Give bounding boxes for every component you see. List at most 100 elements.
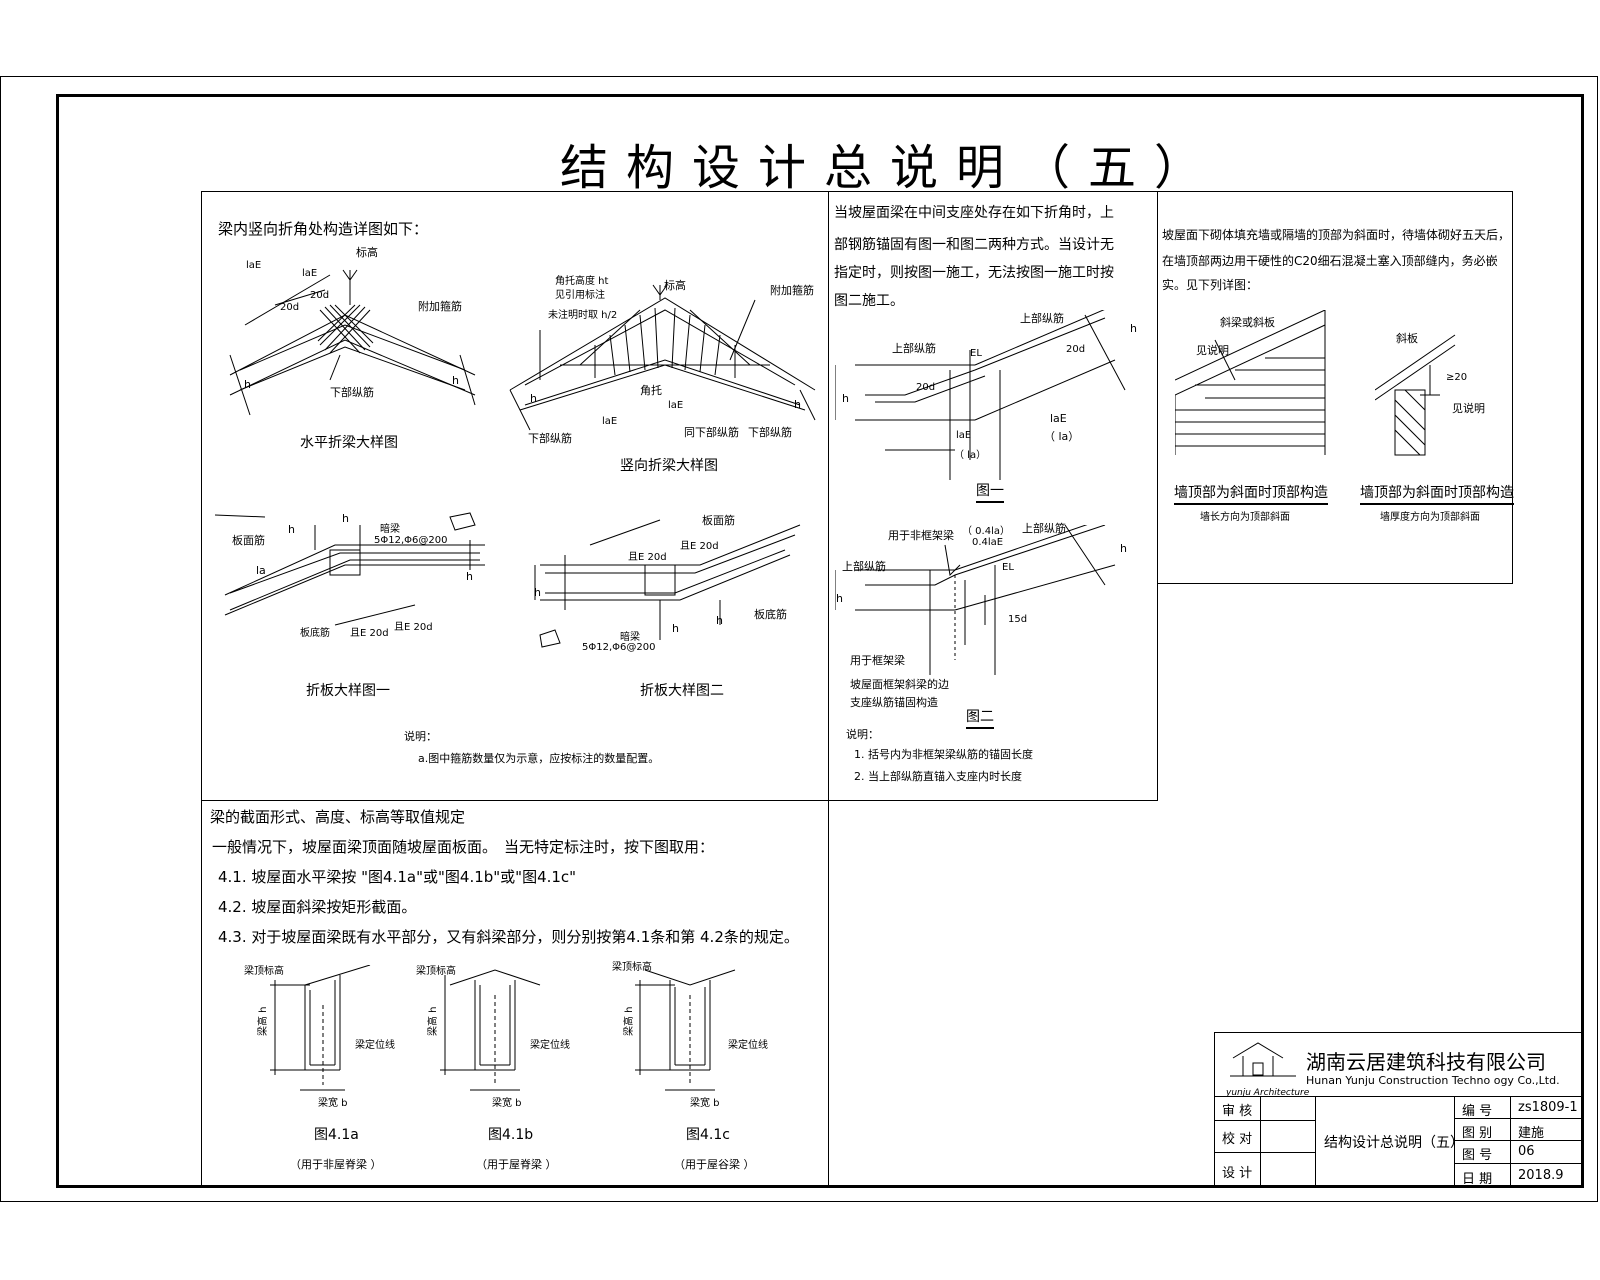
vfb-label: h bbox=[530, 392, 537, 405]
wall-b-label: 见说明 bbox=[1452, 402, 1485, 415]
panel1-note-title: 说明： bbox=[404, 730, 437, 743]
figure-1-caption: 图一 bbox=[976, 480, 1004, 503]
divider bbox=[1214, 1096, 1582, 1097]
vertical-fold-beam-caption: 竖向折梁大样图 bbox=[620, 458, 718, 474]
title-block-review: 审 核 bbox=[1222, 1104, 1253, 1119]
horizontal-fold-beam-drawing bbox=[229, 269, 476, 416]
wall-b-label: 斜板 bbox=[1396, 332, 1418, 345]
title-block-check: 校 对 bbox=[1222, 1132, 1253, 1147]
fig1-label: 上部纵筋 bbox=[892, 342, 936, 355]
panel3-intro-line: 坡屋面下砌体填充墙或隔墙的顶部为斜面时，待墙体砌好五天后， bbox=[1162, 228, 1511, 242]
title-block bbox=[1214, 1032, 1582, 1188]
fig1-label: 20d bbox=[1066, 344, 1086, 355]
panel2-note: 2. 当上部纵筋直锚入支座内时长度 bbox=[854, 770, 1022, 783]
slab2-label: h bbox=[716, 614, 723, 627]
sec-a-width: 梁宽 b bbox=[318, 1098, 348, 1109]
figure-2-drawing bbox=[835, 525, 1116, 675]
fig1-label: laE bbox=[1050, 412, 1067, 425]
wall-b-caption: 墙顶部为斜面时顶部构造 bbox=[1360, 482, 1514, 505]
hfb-label: 附加箍筋 bbox=[418, 300, 462, 313]
panel4-line: 一般情况下，坡屋面梁顶面随坡屋面板面。 bbox=[212, 838, 498, 856]
wall-b-sub: 墙厚度方向为顶部斜面 bbox=[1380, 512, 1480, 523]
section-4-1a-drawing bbox=[270, 965, 371, 1091]
panel3-intro-line: 在墙顶部两边用干硬性的C20细石混凝土塞入顶部缝内，务必嵌 bbox=[1162, 254, 1498, 268]
sec-a-caption: 图4.1a bbox=[314, 1127, 359, 1143]
slab1-label: 且E 20d bbox=[350, 628, 389, 639]
field-label: 图 号 bbox=[1462, 1148, 1493, 1163]
wall-b-label: ≥20 bbox=[1446, 372, 1468, 383]
hfb-label: laE bbox=[302, 268, 318, 279]
divider bbox=[1454, 1096, 1455, 1188]
fig2-label: EL bbox=[1002, 562, 1014, 573]
title-block-design: 设 计 bbox=[1222, 1166, 1253, 1181]
vfb-label: 下部纵筋 bbox=[528, 432, 572, 445]
sec-a-height: 梁高 h bbox=[258, 1006, 269, 1036]
field-label: 编 号 bbox=[1462, 1104, 1493, 1119]
hfb-label: 标高 bbox=[356, 246, 378, 259]
hfb-label: 20d bbox=[280, 302, 300, 313]
slab1-label: 且E 20d bbox=[394, 622, 433, 633]
divider bbox=[1510, 1096, 1511, 1188]
panel4-line: 当无特定标注时，按下图取用： bbox=[504, 838, 715, 856]
divider bbox=[828, 800, 830, 1188]
vfb-label: 下部纵筋 bbox=[748, 426, 792, 439]
sheet-title: 结构设计总说明（五） bbox=[560, 140, 1221, 196]
company-logo-icon bbox=[1230, 1042, 1296, 1077]
divider bbox=[1454, 1118, 1582, 1119]
folded-slab-1-drawing bbox=[215, 512, 485, 626]
fig2-label: 0.4laE bbox=[972, 537, 1004, 548]
fig2-label: 上部纵筋 bbox=[1022, 522, 1066, 535]
slab1-label: h bbox=[466, 570, 473, 583]
sec-c-height: 梁高 h bbox=[624, 1006, 635, 1036]
slab2-label: 5Φ12,Φ6@200 bbox=[582, 642, 656, 653]
divider bbox=[1454, 1140, 1582, 1141]
panel2-intro-line: 当坡屋面梁在中间支座处存在如下折角时，上 bbox=[834, 205, 1114, 221]
slab2-label: 且E 20d bbox=[680, 541, 719, 552]
sec-a-sub: （用于非屋脊梁 ） bbox=[290, 1158, 382, 1171]
company-name-en: Hunan Yunju Construction Techno ogy Co.,… bbox=[1306, 1074, 1560, 1087]
field-value: 06 bbox=[1518, 1144, 1535, 1159]
sec-c-top: 梁顶标高 bbox=[612, 962, 652, 973]
sec-b-sub: （用于屋脊梁 ） bbox=[476, 1158, 557, 1171]
panel2-note: 1. 括号内为非框架梁纵筋的锚固长度 bbox=[854, 748, 1033, 761]
fig1-label: h bbox=[842, 392, 849, 405]
fig1-label: （ la） bbox=[1044, 430, 1080, 443]
fig1-label: 20d bbox=[916, 382, 936, 393]
vfb-label: 角托 bbox=[640, 384, 662, 397]
vfb-label: 同下部纵筋 bbox=[684, 426, 739, 439]
fig2-label: 用于框架梁 bbox=[850, 654, 905, 667]
vfb-label: 附加箍筋 bbox=[770, 284, 814, 297]
panel2-note-title: 说明： bbox=[846, 728, 879, 741]
wall-a-caption: 墙顶部为斜面时顶部构造 bbox=[1174, 482, 1328, 505]
wall-a-label: 见说明 bbox=[1196, 344, 1229, 357]
fig2-label: h bbox=[836, 592, 843, 605]
fig2-label: 15d bbox=[1008, 614, 1028, 625]
folded-slab-1-caption: 折板大样图一 bbox=[306, 683, 390, 699]
fig2-label: h bbox=[1120, 542, 1127, 555]
section-4-1c-drawing bbox=[635, 969, 736, 1091]
vfb-label: 角托高度 ht bbox=[555, 276, 609, 287]
slab1-label: 5Φ12,Φ6@200 bbox=[374, 535, 448, 546]
wall-a-label: 斜梁或斜板 bbox=[1220, 316, 1275, 329]
hfb-label: 20d bbox=[310, 290, 330, 301]
sec-c-width: 梁宽 b bbox=[690, 1098, 720, 1109]
sec-c-caption: 图4.1c bbox=[686, 1127, 730, 1143]
slab2-label: h bbox=[672, 622, 679, 635]
slab1-label: 暗梁 bbox=[380, 524, 400, 535]
slab2-label: 板底筋 bbox=[754, 608, 787, 621]
panel4-heading: 梁的截面形式、高度、标高等取值规定 bbox=[210, 808, 466, 826]
slab1-label: 板底筋 bbox=[300, 628, 330, 639]
vfb-label: laE bbox=[668, 400, 684, 411]
divider bbox=[1315, 1096, 1316, 1188]
fig2-label: （ 0.4la） bbox=[962, 526, 1010, 537]
vfb-label: laE bbox=[602, 416, 618, 427]
field-label: 日 期 bbox=[1462, 1172, 1493, 1187]
field-label: 图 别 bbox=[1462, 1126, 1493, 1141]
slab2-label: 且E 20d bbox=[628, 552, 667, 563]
vfb-label: 未注明时取 h/2 bbox=[548, 310, 618, 321]
figure-2-caption: 图二 bbox=[966, 706, 994, 729]
drawing-name: 结构设计总说明（五） bbox=[1324, 1135, 1464, 1151]
panel2-intro-line: 部钢筋锚固有图一和图二两种方式。当设计无 bbox=[834, 237, 1114, 253]
hfb-label: h bbox=[452, 374, 459, 387]
hfb-label: laE bbox=[246, 260, 262, 271]
